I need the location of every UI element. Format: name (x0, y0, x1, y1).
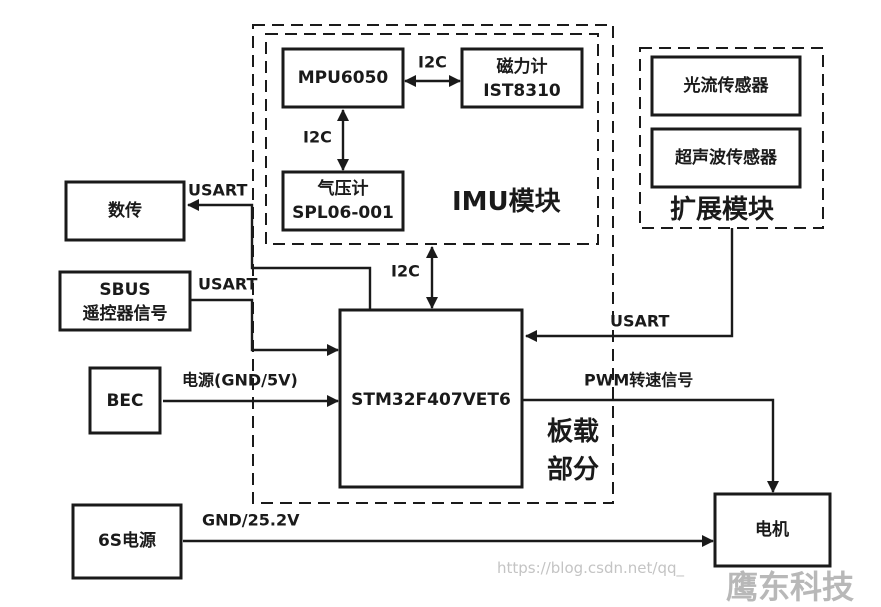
battery-box (71, 503, 183, 580)
barometer-box (281, 170, 405, 232)
motor-box (713, 492, 832, 568)
optical-flow-box (650, 55, 802, 117)
motor-label: 电机 (755, 519, 789, 540)
magnetometer-model-label: IST8310 (483, 81, 561, 101)
bec-box (88, 366, 162, 435)
edge-label-usart-sbus: USART (198, 275, 258, 294)
wire-mcu-datalink (187, 199, 372, 310)
imu-module-title: IMU模块 (452, 187, 561, 217)
barometer-label: 气压计 (317, 178, 369, 199)
barometer-model-label: SPL06-001 (292, 203, 394, 223)
battery-label: 6S电源 (98, 530, 156, 551)
edge-label-i2c-mag: I2C (418, 53, 447, 72)
ultrasonic-box (650, 127, 802, 189)
magnetometer-label: 磁力计 (497, 56, 548, 77)
edge-label-i2c-mcu: I2C (391, 262, 420, 281)
sbus-label: SBUS (99, 280, 150, 300)
watermark-url: https://blog.csdn.net/qq_ (497, 559, 684, 578)
datalink-box (64, 180, 186, 242)
ultrasonic-label: 超声波传感器 (675, 147, 778, 168)
sbus-signal-label: 遥控器信号 (83, 303, 168, 324)
wire-mcu-motor (522, 398, 779, 493)
onboard-title-line1: 板载 (547, 417, 599, 447)
bec-label: BEC (106, 391, 143, 411)
optical-flow-label: 光流传感器 (683, 75, 770, 96)
mpu6050-box (281, 47, 405, 109)
expansion-module-region (639, 47, 824, 229)
edge-label-pwm: PWM转速信号 (584, 371, 693, 390)
edge-label-power-battery: GND/25.2V (202, 511, 300, 530)
wire-expansion-mcu (525, 228, 734, 342)
mcu-label: STM32F407VET6 (351, 390, 511, 410)
edge-label-usart-expansion: USART (610, 312, 670, 331)
magnetometer-box (460, 47, 584, 109)
sbus-box (58, 270, 192, 332)
mcu-box (338, 308, 524, 489)
watermark-brand: 鹰东科技 (726, 568, 854, 606)
edge-label-power-bec: 电源(GND/5V) (182, 371, 298, 390)
edge-label-usart-datalink: USART (188, 181, 248, 200)
edge-label-i2c-baro: I2C (303, 128, 332, 147)
imu-module-region (265, 33, 599, 245)
onboard-title-line2: 部分 (547, 455, 599, 485)
expansion-module-title: 扩展模块 (670, 195, 774, 225)
wire-sbus-mcu (190, 298, 339, 356)
mpu6050-label: MPU6050 (298, 68, 389, 88)
datalink-label: 数传 (108, 200, 142, 221)
